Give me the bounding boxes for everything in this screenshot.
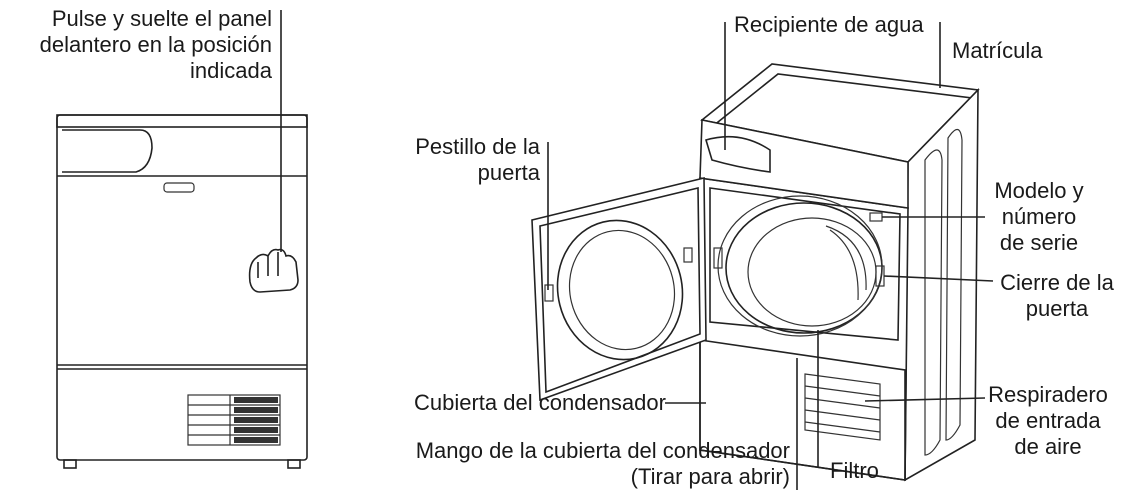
- label-model-serial-line1: Modelo y: [994, 178, 1084, 203]
- front-vent-grille: [187, 394, 281, 446]
- hand-icon: [248, 248, 299, 293]
- label-door-latch: Pestillo de la puerta: [380, 134, 540, 186]
- open-door: [531, 176, 707, 402]
- label-front-panel: Pulse y suelte el panel delantero en la …: [10, 6, 272, 84]
- label-model-serial-line2: número: [1001, 204, 1077, 229]
- label-condenser-handle: Mango de la cubierta del condensador (Ti…: [370, 438, 790, 490]
- label-water-container: Recipiente de agua: [734, 12, 924, 37]
- label-door-lock-line2: puerta: [1025, 296, 1089, 321]
- label-condenser-handle-line2: (Tirar para abrir): [630, 464, 790, 489]
- label-air-vent-line2: de entrada: [995, 408, 1101, 433]
- label-air-vent-line1: Respiradero: [988, 382, 1108, 407]
- label-condenser-handle-line1: Mango de la cubierta del condensador: [415, 438, 790, 463]
- label-filter: Filtro: [830, 458, 879, 483]
- label-rating-plate: Matrícula: [952, 38, 1043, 63]
- front-view-dryer: [56, 10, 308, 469]
- label-door-latch-line1: Pestillo de la: [415, 134, 540, 159]
- label-air-vent: Respiradero de entrada de aire: [988, 382, 1108, 460]
- label-front-panel-line1: Pulse y suelte el panel: [51, 6, 272, 31]
- label-door-lock: Cierre de la puerta: [992, 270, 1122, 322]
- perspective-view-dryer: [699, 63, 980, 482]
- label-condenser-cover: Cubierta del condensador: [414, 390, 666, 415]
- label-door-latch-line2: puerta: [477, 160, 540, 185]
- label-door-lock-line1: Cierre de la: [1000, 270, 1114, 295]
- label-front-panel-line2: delantero en la posición: [39, 32, 272, 57]
- label-air-vent-line3: de aire: [1014, 434, 1082, 459]
- label-model-serial-line3: de serie: [999, 230, 1079, 255]
- label-front-panel-line3: indicada: [190, 58, 272, 83]
- label-model-serial: Modelo y número de serie: [980, 178, 1098, 256]
